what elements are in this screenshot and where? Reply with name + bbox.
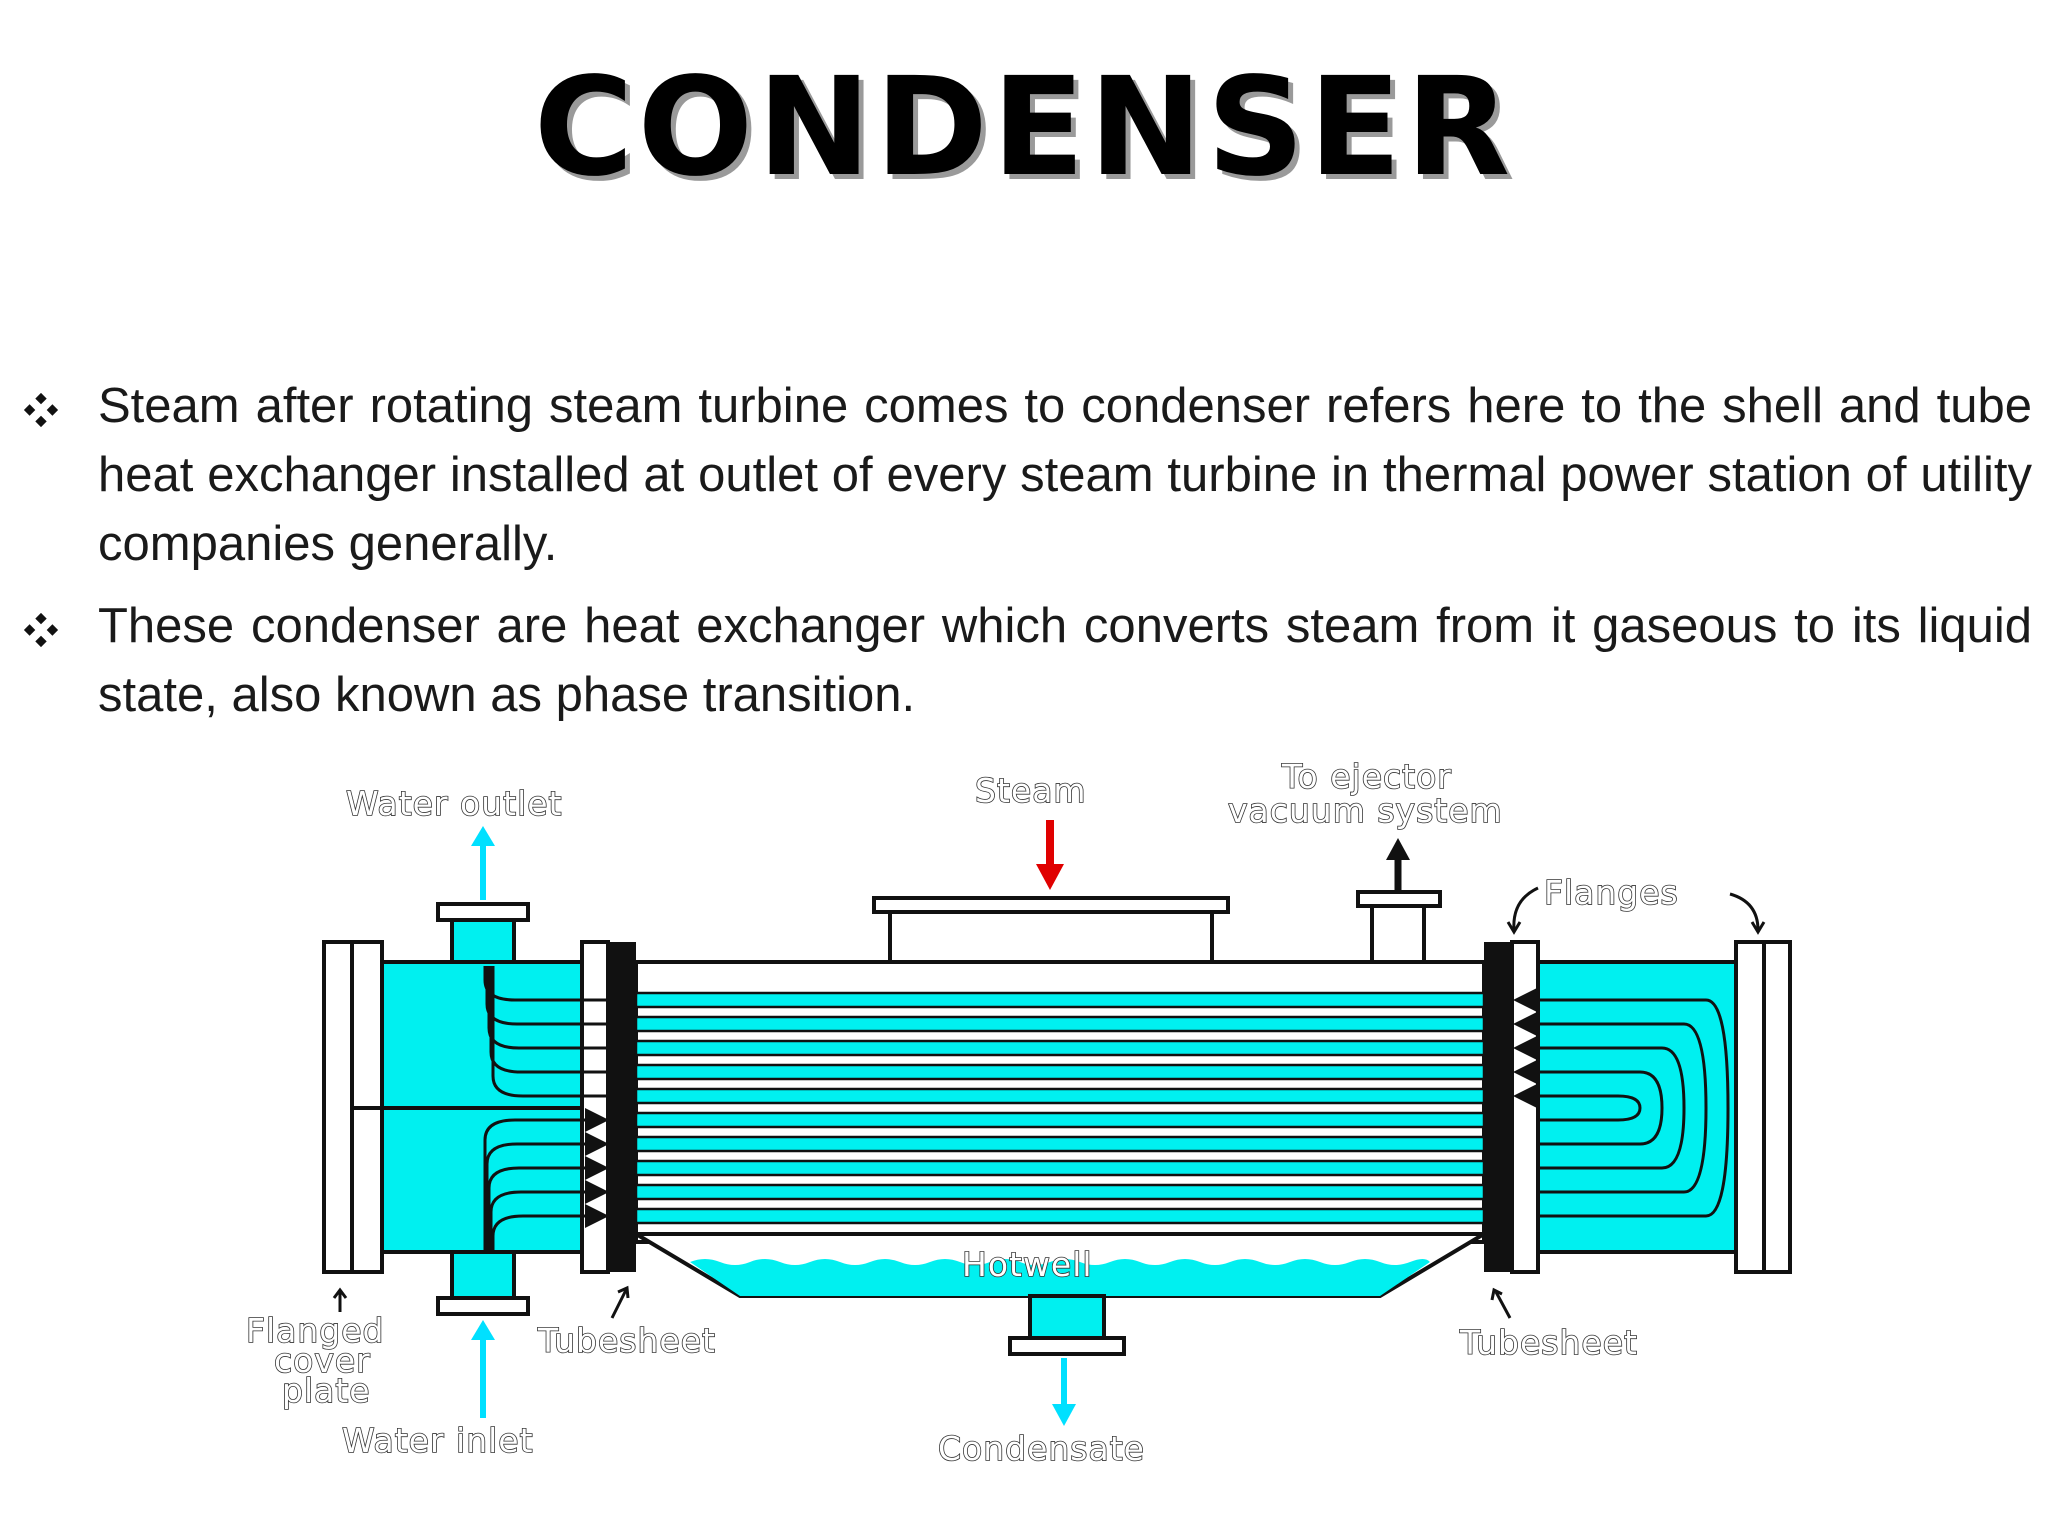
flow-line	[491, 966, 612, 1098]
bullet-item: These condenser are heat exchanger which…	[22, 592, 2032, 730]
tubesheet-right	[1484, 942, 1512, 1272]
steam-arrow	[1036, 820, 1064, 890]
tube	[634, 1159, 1486, 1177]
label-tubesheet-right: Tubesheet	[1459, 1323, 1638, 1362]
flow-line	[485, 1132, 609, 1250]
flow-line	[1513, 1012, 1708, 1194]
slide-title: CONDENSER	[533, 49, 1515, 207]
bullet-list: Steam after rotating steam turbine comes…	[22, 372, 2032, 743]
label-water-outlet: Water outlet	[346, 784, 563, 823]
tubesheet-left	[608, 942, 636, 1272]
four-diamond-bullet-icon	[23, 392, 59, 428]
right-water-box	[1536, 960, 1738, 1254]
tube	[634, 1111, 1486, 1129]
flow-line	[487, 1156, 609, 1250]
label-water-inlet: Water inlet	[342, 1421, 534, 1460]
ejector-nozzle	[1370, 902, 1426, 964]
label-plate: plate	[282, 1371, 371, 1410]
right-flange	[1510, 940, 1540, 1274]
label-vacuum-system: vacuum system	[1228, 791, 1503, 830]
label-to-ejector: To ejector	[1281, 757, 1452, 796]
flow-line	[487, 966, 612, 1050]
tube	[634, 1135, 1486, 1153]
tube	[634, 991, 1486, 1009]
right-cover-plate	[1734, 940, 1792, 1274]
flow-line	[489, 1180, 609, 1250]
label-flanges: Flanges	[1544, 873, 1679, 912]
left-flange	[580, 940, 610, 1274]
flow-line	[1513, 988, 1730, 1218]
label-steam: Steam	[975, 771, 1087, 810]
water-outlet-flange	[436, 902, 530, 922]
label-condensate: Condensate	[938, 1429, 1145, 1468]
water-flow-lines	[483, 966, 1730, 1250]
label-pointers	[332, 886, 1766, 1319]
flow-line	[1513, 1060, 1664, 1146]
flow-line	[1513, 1084, 1642, 1122]
tube	[634, 1039, 1486, 1057]
tube	[634, 1183, 1486, 1201]
tube	[634, 1015, 1486, 1033]
water-inlet-flange	[436, 1296, 530, 1316]
label-flanged: Flanged	[246, 1311, 384, 1350]
tube-bundle	[634, 991, 1486, 1225]
flow-line	[489, 966, 612, 1074]
condensate-arrow	[1052, 1358, 1076, 1426]
bullet-text: Steam after rotating steam turbine comes…	[98, 379, 2032, 571]
flow-line	[1513, 1036, 1686, 1170]
bullet-text: These condenser are heat exchanger which…	[98, 599, 2032, 722]
tube	[634, 1063, 1486, 1081]
tube	[634, 1087, 1486, 1105]
condensate-nozzle	[1028, 1294, 1106, 1340]
ejector-arrow	[1386, 838, 1410, 890]
bullet-item: Steam after rotating steam turbine comes…	[22, 372, 2032, 579]
label-tubesheet-left: Tubesheet	[537, 1321, 716, 1360]
four-diamond-bullet-icon	[23, 612, 59, 648]
flow-line	[491, 1204, 609, 1250]
water-outlet-arrow	[471, 826, 495, 900]
tube	[634, 1207, 1486, 1225]
flow-line	[483, 1108, 609, 1250]
label-cover: cover	[274, 1341, 371, 1380]
label-hotwell: Hotwell	[962, 1245, 1093, 1284]
water-inlet-arrow	[471, 1320, 495, 1418]
